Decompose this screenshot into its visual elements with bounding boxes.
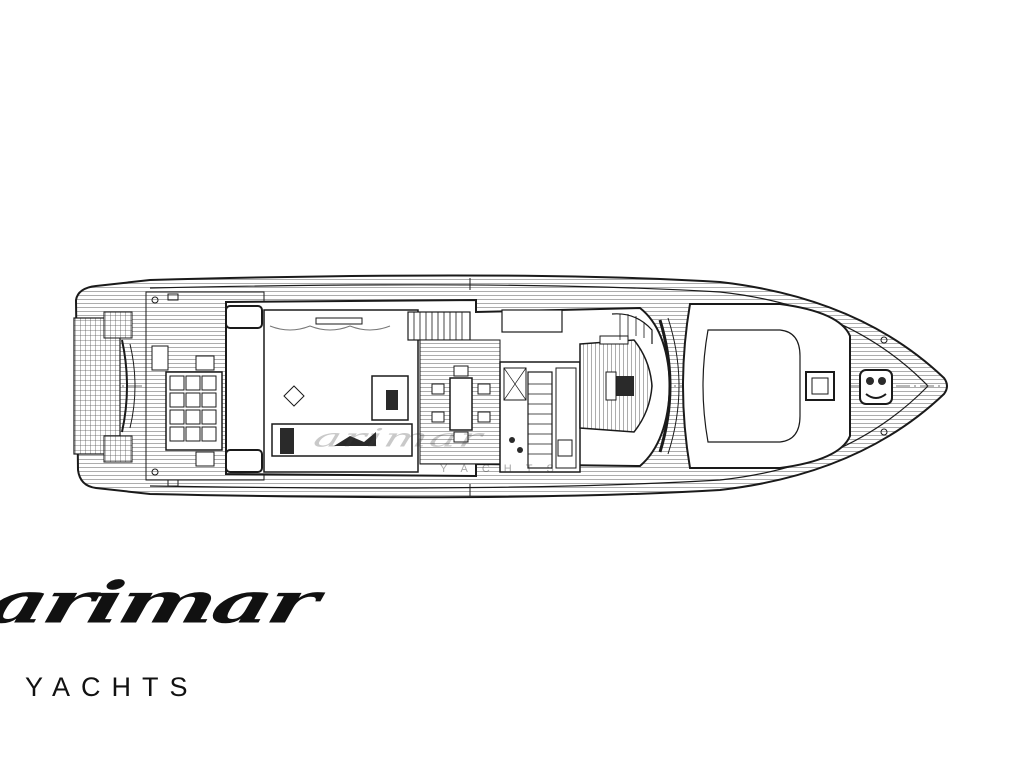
swim-platform bbox=[73, 311, 136, 463]
helm-station bbox=[579, 313, 653, 433]
brand-wordmark: arimar bbox=[0, 569, 322, 636]
dining-area bbox=[419, 309, 563, 465]
aft-table-grid bbox=[169, 375, 217, 442]
anchor-windlass bbox=[859, 369, 893, 405]
helm-seat bbox=[612, 376, 634, 396]
watermark-tagline: YACHTS bbox=[440, 463, 568, 475]
galley bbox=[499, 361, 581, 473]
rug-diamond bbox=[283, 385, 305, 407]
aft-stairs bbox=[407, 311, 471, 341]
brand-tagline: YACHTS bbox=[25, 672, 199, 702]
foredeck-sunpad bbox=[682, 303, 851, 469]
deck-hatch bbox=[805, 371, 835, 401]
dining-table bbox=[449, 377, 473, 431]
watermark-wordmark: arimar bbox=[310, 423, 488, 453]
windshield bbox=[658, 319, 672, 453]
saloon bbox=[263, 309, 419, 473]
saloon-sofa bbox=[271, 423, 413, 457]
